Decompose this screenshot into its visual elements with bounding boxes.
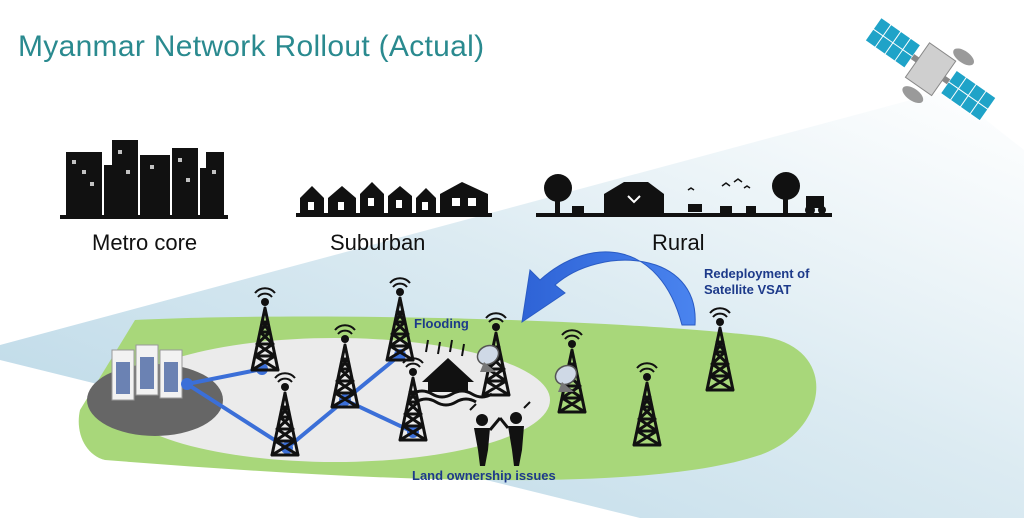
zone-label-rural: Rural: [652, 230, 705, 255]
page-title: Myanmar Network Rollout (Actual): [18, 30, 485, 63]
people-arguing-icon: [469, 401, 531, 466]
flooding-label: Flooding: [414, 316, 469, 331]
network-links: [185, 353, 414, 450]
vsat-dish-icon: [554, 364, 578, 392]
city-skyline-icon: [66, 140, 224, 218]
redeploy-label: Redeployment of Satellite VSAT: [704, 266, 809, 298]
server-rack-icon: [111, 344, 183, 401]
zone-label-metro: Metro core: [92, 230, 198, 255]
vsat-dish-icon: [476, 344, 500, 372]
redeploy-label-line1: Redeployment of: [704, 266, 810, 281]
zone-label-suburban: Suburban: [330, 230, 426, 255]
redeploy-arrow: [521, 251, 696, 326]
redeploy-label-line2: Satellite VSAT: [704, 282, 792, 297]
flooded-house-icon: [411, 339, 493, 407]
land-ownership-label: Land ownership issues: [412, 468, 556, 483]
farm-icon: [544, 172, 826, 216]
